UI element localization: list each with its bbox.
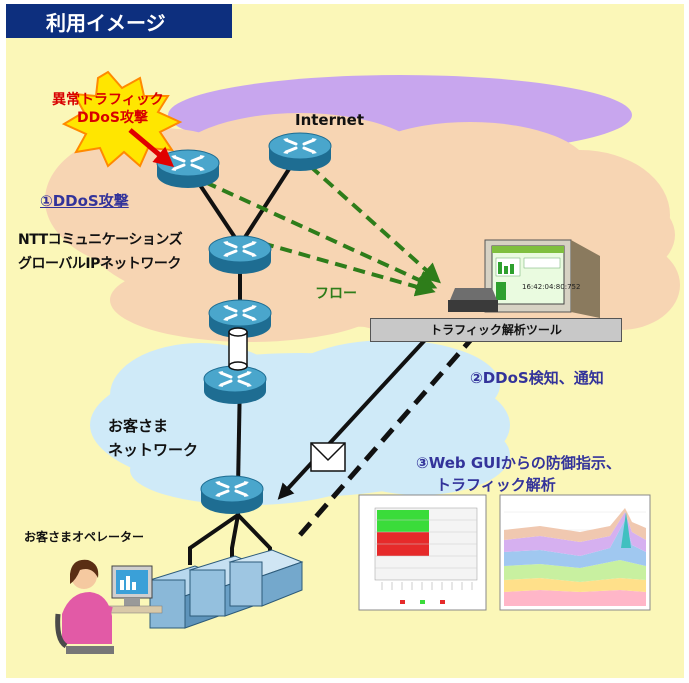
- step3-web-gui-label-line1: ③Web GUIからの防御指示、: [416, 454, 621, 472]
- step3-web-gui-label-line2: トラフィック解析: [436, 476, 556, 494]
- router-icon-customer-top: [202, 364, 268, 406]
- customer-network-label-line1: お客さま: [108, 417, 169, 435]
- customer-network-cloud: [90, 340, 510, 505]
- monitor-readout: 16:42:04:80:752: [522, 283, 581, 291]
- operator-label: お客さまオペレーター: [24, 530, 145, 544]
- router-icon-core: [207, 234, 273, 276]
- traffic-analysis-tool-label: トラフィック解析ツール: [370, 318, 622, 342]
- ntt-network-label-line2: グローバルIPネットワーク: [18, 256, 181, 272]
- page-title: 利用イメージ: [6, 4, 232, 38]
- page-title-text: 利用イメージ: [46, 10, 166, 35]
- flow-arrows: [204, 164, 441, 297]
- router-icon-customer-bottom: [199, 474, 265, 516]
- ntt-network-label-line1: NTTコミュニケーションズ: [18, 232, 183, 248]
- step2-detection-label: ②DDoS検知、通知: [470, 369, 604, 387]
- router-icon-internet: [267, 131, 333, 173]
- mail-icon: [310, 442, 346, 472]
- customer-network-label-line2: ネットワーク: [108, 441, 199, 459]
- filter-device-icon: [228, 327, 248, 371]
- step1-ddos-attack-label: ①DDoS攻撃: [40, 192, 129, 210]
- operator-person-icon: [55, 559, 163, 654]
- attack-burst-label-line1: 異常トラフィック: [52, 92, 164, 108]
- dashboard-screenshot-2: [499, 494, 651, 611]
- notification-arrow: [277, 338, 427, 500]
- flow-label: フロー: [315, 286, 357, 302]
- defense-instruction-dashed-line: [298, 333, 477, 537]
- router-icon-attack: [155, 148, 221, 190]
- attack-burst-label-line2: DDoS攻撃: [77, 110, 148, 126]
- dashboard-screenshot-1: [358, 494, 487, 611]
- analysis-monitor-icon: [448, 239, 600, 318]
- customer-servers-icon: [148, 549, 304, 629]
- internet-label: Internet: [295, 111, 365, 129]
- attack-burst-icon: [61, 70, 183, 168]
